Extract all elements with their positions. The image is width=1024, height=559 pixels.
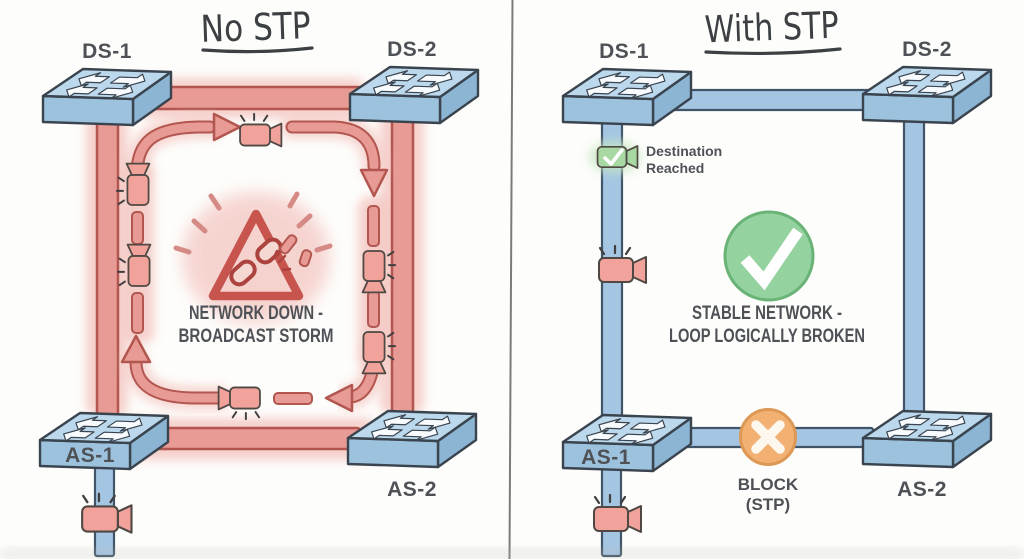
label-as1: AS-1 — [581, 446, 631, 469]
link-ds2-as2 — [390, 104, 415, 430]
link-ds1-ds2 — [138, 85, 367, 111]
warning-caption-line1: NETWORK DOWN - — [189, 303, 323, 324]
panel-no-stp: DS-1 DS-2 AS-1 AS-2 NETWORK DOWN - BROAD… — [38, 4, 480, 558]
link-as1-as2 — [138, 426, 362, 451]
label-ds1: DS-1 — [599, 40, 649, 63]
panel-divider — [508, 0, 514, 559]
video-camera-icon — [239, 112, 283, 148]
block-label-line1: BLOCK — [738, 475, 799, 494]
panel-with-stp: Destination Reached BLOCK (STP) DS-1 DS-… — [561, 4, 993, 558]
arrow-east-icon — [212, 112, 242, 142]
switch-ds2 — [348, 65, 480, 125]
link-ds2-as2 — [902, 108, 926, 447]
switch-ds2 — [861, 65, 993, 125]
arrow-west-icon — [324, 383, 354, 413]
label-as1: AS-1 — [65, 444, 115, 467]
destination-label-line1: Destination — [646, 143, 722, 159]
status-caption-line2: LOOP LOGICALLY BROKEN — [669, 326, 865, 347]
block-label-line2: (STP) — [746, 495, 790, 514]
broken-link-warning-icon — [173, 191, 333, 301]
block-x-icon — [739, 408, 797, 466]
panel-title-with-stp: With STP — [704, 4, 839, 52]
label-as2: AS-2 — [387, 478, 437, 501]
chain-break-burst — [272, 249, 292, 272]
arrow-south-icon — [359, 168, 389, 198]
video-camera-icon — [217, 385, 261, 421]
bottom-scan-shadow — [0, 549, 1024, 559]
destination-label-line2: Reached — [646, 160, 704, 176]
warning-caption-line2: BROADCAST STORM — [179, 326, 334, 347]
arrow-north-icon — [120, 334, 152, 364]
warning-rays — [173, 191, 333, 255]
title-underline — [704, 47, 842, 56]
switch-ds1 — [561, 67, 693, 127]
status-caption-line1: STABLE NETWORK - — [692, 303, 842, 324]
title-underline — [201, 46, 314, 54]
label-as2: AS-2 — [897, 478, 947, 501]
link-ds1-as1 — [95, 106, 120, 422]
label-ds2: DS-2 — [902, 38, 952, 61]
panel-title-no-stp: No STP — [200, 4, 311, 51]
success-check-icon — [723, 210, 815, 302]
label-ds2: DS-2 — [387, 38, 437, 61]
destination-reached-camera-icon — [596, 135, 639, 169]
label-ds1: DS-1 — [82, 40, 132, 63]
switch-as2 — [861, 409, 993, 469]
